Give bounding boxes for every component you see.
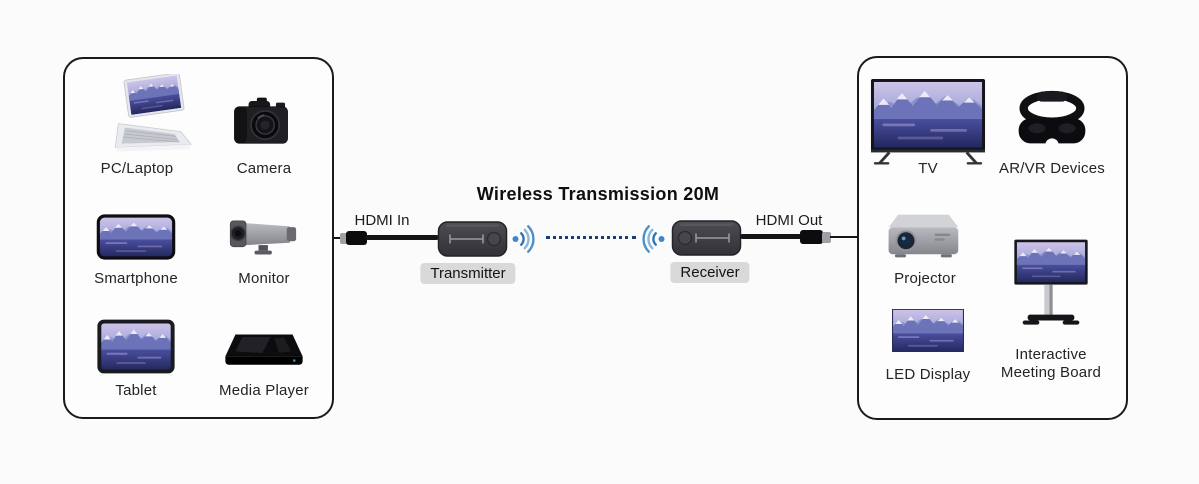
smartphone-icon xyxy=(96,214,176,260)
tv-icon xyxy=(870,78,986,165)
display-label: Interactive Meeting Board xyxy=(1000,346,1102,382)
diagram-title: Wireless Transmission 20M xyxy=(476,184,720,204)
led-display-icon xyxy=(892,309,964,352)
source-label: PC/Laptop xyxy=(100,160,174,177)
hdmi-out-label: HDMI Out xyxy=(755,212,823,229)
projector-icon xyxy=(888,214,959,258)
tablet-icon xyxy=(97,319,175,374)
interactive-meeting-board-icon xyxy=(1014,239,1088,325)
hdmi-in-plug xyxy=(346,230,367,245)
receiver-device xyxy=(671,220,742,256)
transmitter-label: Transmitter xyxy=(420,263,516,284)
hdmi-in-label: HDMI In xyxy=(354,212,410,229)
source-label: Smartphone xyxy=(94,270,178,287)
media-player-box-icon xyxy=(225,334,303,365)
display-label: TV xyxy=(918,160,938,177)
display-label: LED Display xyxy=(885,366,971,383)
hdmi-out-wire xyxy=(830,236,858,238)
display-label: AR/VR Devices xyxy=(999,160,1105,177)
transmitter-device xyxy=(437,221,508,257)
source-label: Media Player xyxy=(219,382,309,399)
display-label: Projector xyxy=(894,270,956,287)
hdmi-in-cable xyxy=(365,234,439,240)
hdmi-in-plug-tip xyxy=(340,232,348,244)
hdmi-out-plug-tip xyxy=(822,231,831,243)
laptop-icon xyxy=(114,74,192,152)
wireless-link-dotted-line xyxy=(546,236,636,239)
hdmi-out-cable xyxy=(740,233,802,239)
wifi-signal-icon xyxy=(512,225,535,253)
source-label: Tablet xyxy=(115,382,157,399)
source-label: Monitor xyxy=(238,270,290,287)
hdmi-out-plug xyxy=(800,229,823,244)
surveillance-camera-icon xyxy=(229,220,297,255)
hdmi-in-wire xyxy=(333,237,342,239)
dslr-camera-icon xyxy=(234,97,288,144)
source-label: Camera xyxy=(236,160,292,177)
wifi-signal-icon xyxy=(642,225,665,253)
vr-headset-icon xyxy=(1018,90,1086,150)
receiver-label: Receiver xyxy=(670,262,750,283)
